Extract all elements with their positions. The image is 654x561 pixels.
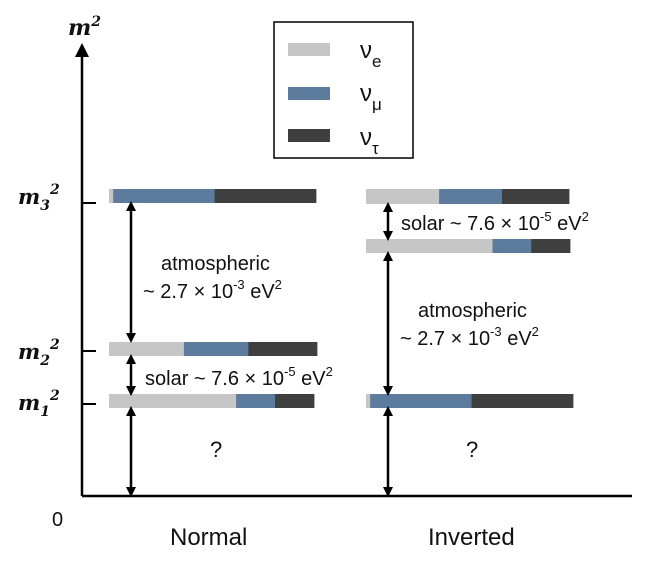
bar-segment-nu-e <box>366 239 493 253</box>
inverted-atmospheric-label: atmospheric <box>418 300 527 322</box>
legend-label-nu-tau: ντ <box>360 124 379 158</box>
normal-unknown-label: ? <box>210 437 222 462</box>
bar-segment-nu-e <box>109 342 185 356</box>
bar-segment-nu-mu <box>113 189 215 203</box>
normal-hierarchy: atmospheric ~ 2.7 × 10-3 eV2 solar ~ 7.6… <box>109 189 333 551</box>
bar-segment-nu-tau <box>275 394 315 408</box>
bar-segment-nu-e <box>366 189 440 204</box>
bar-segment-nu-mu <box>439 189 503 204</box>
level-label-m2: m22 <box>18 337 60 369</box>
normal-atmospheric-label: atmospheric <box>161 253 270 275</box>
legend-swatch-nu-e <box>288 43 330 56</box>
normal-hierarchy-name: Normal <box>170 524 247 551</box>
bar-segment-nu-e <box>109 394 237 408</box>
bar-segment-nu-tau <box>248 342 318 356</box>
inverted-unknown-label: ? <box>466 437 478 462</box>
inverted-state-m3-bar <box>366 394 574 408</box>
bar-segment-nu-mu <box>370 394 472 408</box>
legend: νe νμ ντ <box>273 21 414 159</box>
origin-label: 0 <box>52 509 63 531</box>
normal-state-m3-bar <box>109 189 317 203</box>
inverted-solar-label: solar ~ 7.6 × 10-5 eV2 <box>401 209 589 235</box>
inverted-state-m1-bar <box>366 239 571 253</box>
legend-label-nu-mu: νμ <box>360 80 382 114</box>
bar-segment-nu-tau <box>214 189 317 203</box>
inverted-hierarchy-name: Inverted <box>428 524 515 551</box>
normal-solar-label: solar ~ 7.6 × 10-5 eV2 <box>145 364 333 390</box>
bar-segment-nu-tau <box>471 394 574 408</box>
normal-atmospheric-value: ~ 2.7 × 10-3 eV2 <box>143 277 282 303</box>
y-axis-label: m2 <box>68 14 101 41</box>
normal-state-m1-bar <box>109 394 315 408</box>
bar-segment-nu-e <box>366 394 371 408</box>
axes: m2 0 <box>52 14 632 531</box>
legend-label-nu-e: νe <box>360 37 381 71</box>
level-label-m3: m32 <box>18 182 60 214</box>
bar-segment-nu-mu <box>183 342 249 356</box>
legend-swatch-nu-tau <box>288 129 330 142</box>
bar-segment-nu-tau <box>531 239 571 253</box>
bar-segment-nu-mu <box>236 394 276 408</box>
legend-swatch-nu-mu <box>288 87 330 100</box>
bar-segment-nu-e <box>109 189 114 203</box>
mass-level-labels: m32 m22 m12 <box>18 182 96 420</box>
inverted-hierarchy: solar ~ 7.6 × 10-5 eV2 atmospheric ~ 2.7… <box>366 189 589 551</box>
bar-segment-nu-mu <box>492 239 532 253</box>
normal-state-m2-bar <box>109 342 318 356</box>
level-label-m1: m12 <box>18 388 60 420</box>
inverted-state-m2-bar <box>366 189 570 204</box>
inverted-atmospheric-value: ~ 2.7 × 10-3 eV2 <box>400 324 539 350</box>
bar-segment-nu-tau <box>502 189 570 204</box>
